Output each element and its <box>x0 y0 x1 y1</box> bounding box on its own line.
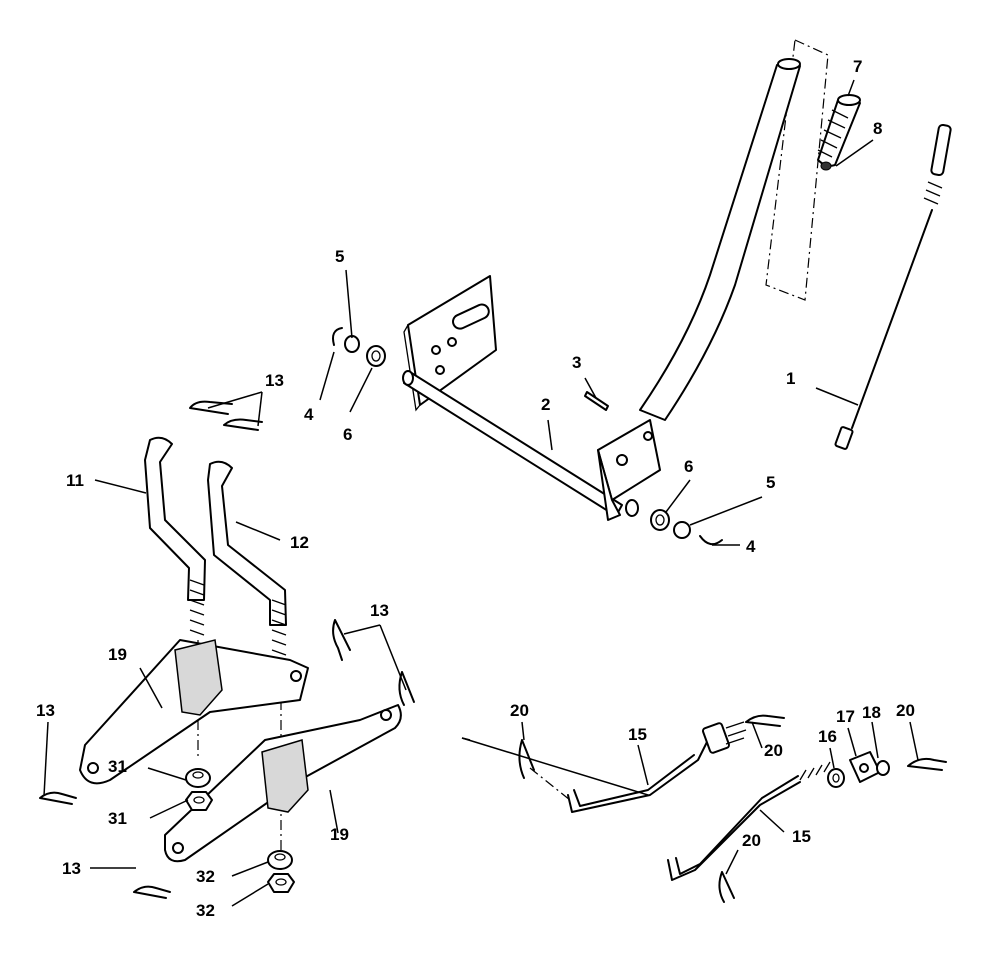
callout-16: 16 <box>818 727 837 746</box>
shaft-right-hardware <box>650 509 723 546</box>
callout-6: 6 <box>343 425 352 444</box>
callout-13: 13 <box>62 859 81 878</box>
nut-right <box>267 873 295 893</box>
lift-arm-upper <box>79 639 309 785</box>
height-adjust-rod <box>834 123 952 450</box>
callout-31: 32 <box>196 867 215 886</box>
callout-20: 20 <box>742 831 761 850</box>
callout-17: 17 <box>836 707 855 726</box>
lift-shaft <box>402 275 661 521</box>
shaft-left-hardware <box>332 327 386 367</box>
handle-grip-assembly <box>765 39 861 301</box>
callout-15: 15 <box>792 827 811 846</box>
callout-20: 20 <box>896 701 915 720</box>
callout-18: 18 <box>862 703 881 722</box>
callout-13: 13 <box>265 371 284 390</box>
callout-6: 6 <box>684 457 693 476</box>
handle-grip <box>817 94 861 167</box>
callout-20: 20 <box>510 701 529 720</box>
callout-31: 31 <box>108 757 127 776</box>
callout-2: 2 <box>541 395 550 414</box>
callout-15: 15 <box>628 725 647 744</box>
deck-rod-lower <box>667 761 831 881</box>
lift-arm-lower <box>164 704 402 863</box>
callout-8: 8 <box>873 119 882 138</box>
callout-labels: 1 2 3 4 4 5 5 6 6 7 8 11 12 13 13 13 13 … <box>36 57 915 920</box>
lift-link-left <box>144 436 206 636</box>
callout-13: 13 <box>370 601 389 620</box>
handle-ferrule <box>820 161 832 171</box>
callout-3: 3 <box>572 353 581 372</box>
callout-12: 12 <box>290 533 309 552</box>
nut-left <box>185 791 213 811</box>
callout-11: 11 <box>66 471 84 490</box>
callout-5: 5 <box>766 473 775 492</box>
callout-13: 13 <box>36 701 55 720</box>
rod-centerline <box>529 767 571 801</box>
callout-4: 4 <box>746 537 756 556</box>
callout-19: 19 <box>108 645 127 664</box>
callout-4: 4 <box>304 405 314 424</box>
callout-19: 19 <box>330 825 349 844</box>
hairpin-clips <box>39 400 415 899</box>
callout-20: 20 <box>764 741 783 760</box>
callout-7: 7 <box>853 57 862 76</box>
washer-left <box>185 768 211 788</box>
callout-1: 1 <box>786 369 795 388</box>
lift-link-right <box>207 460 287 656</box>
callout-5: 5 <box>335 247 344 266</box>
lift-lever-tube <box>639 58 801 421</box>
washer-right <box>267 850 293 870</box>
leader-lines <box>43 79 919 907</box>
callout-32: 31 <box>108 809 127 828</box>
deck-rod-upper <box>567 721 747 813</box>
callout-32: 32 <box>196 901 215 920</box>
shaft-pin <box>584 391 609 411</box>
rod-fittings <box>827 751 890 788</box>
